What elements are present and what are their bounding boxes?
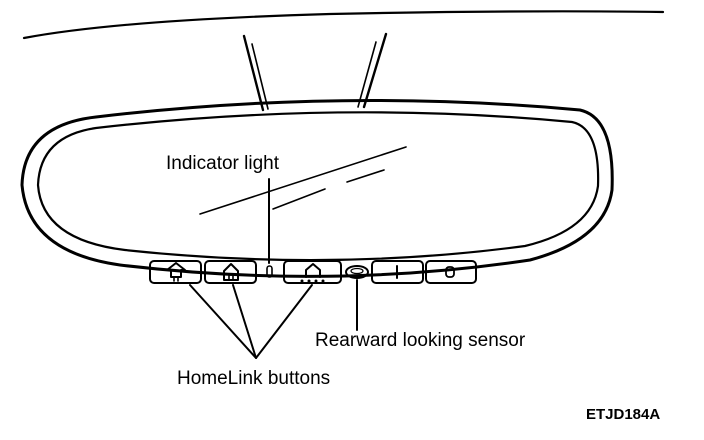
- rearward-looking-sensor: [345, 265, 369, 279]
- indicator-light-label: Indicator light: [166, 153, 280, 174]
- house-icon: [223, 263, 239, 281]
- homelink-button-1[interactable]: [149, 260, 202, 284]
- rearward-sensor-label: Rearward looking sensor: [315, 330, 526, 351]
- mirror-reflection-lines: [199, 146, 407, 215]
- power-off-button[interactable]: [425, 260, 477, 284]
- up-arrow-house-icon: [166, 262, 186, 282]
- off-circle-icon: [445, 266, 455, 278]
- homelink-button-3[interactable]: [283, 260, 342, 284]
- homelink-leaders: [189, 284, 313, 359]
- house-with-dots-icon: [300, 263, 325, 283]
- mirror-mount-stem: [242, 32, 388, 112]
- figure-code: ETJD184A: [586, 406, 660, 423]
- homelink-buttons-label: HomeLink buttons: [177, 368, 330, 389]
- mirror-housing: [20, 99, 614, 278]
- windshield-roof-line: [22, 10, 665, 40]
- power-on-button[interactable]: [371, 260, 424, 284]
- indicator-light: [266, 265, 273, 278]
- homelink-button-2[interactable]: [204, 260, 257, 284]
- mirror-glass: [36, 111, 600, 262]
